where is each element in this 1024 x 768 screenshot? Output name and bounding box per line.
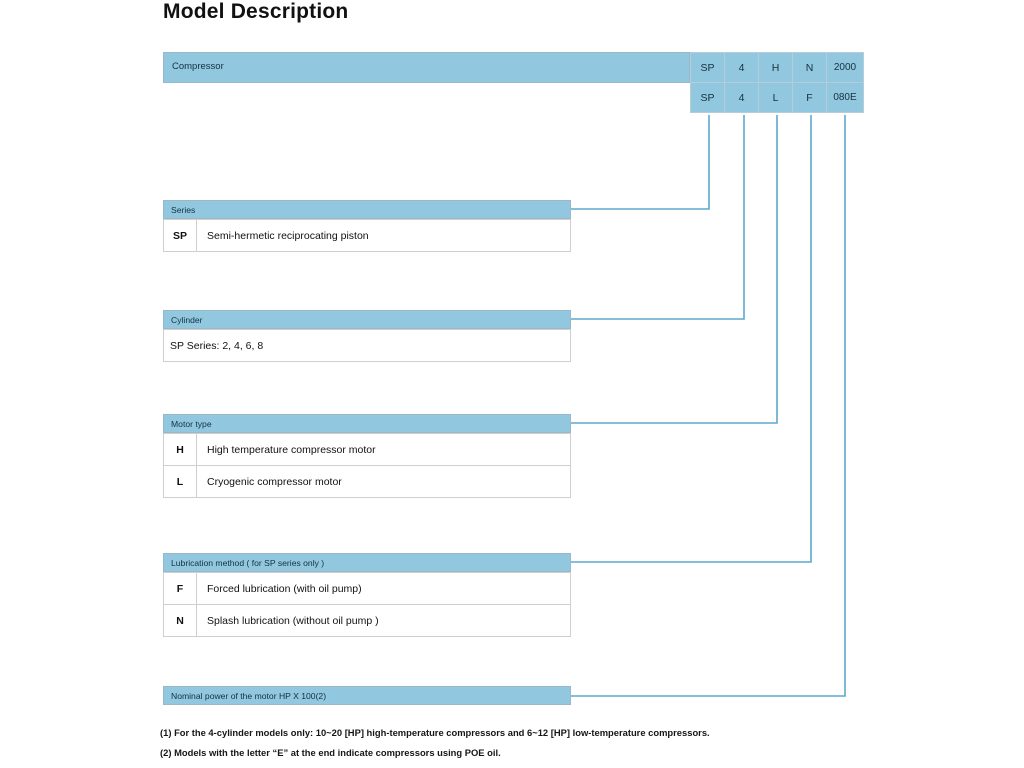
- table-row: N Splash lubrication (without oil pump ): [163, 604, 571, 637]
- motor-code-l: L: [163, 465, 197, 498]
- section-motor-type-table: H High temperature compressor motor L Cr…: [163, 433, 571, 498]
- section-motor-type-header: Motor type: [163, 414, 571, 433]
- connector-series: [571, 115, 710, 210]
- code-row-1: SP 4 H N 2000: [690, 52, 864, 83]
- code-cell-motor-1: H: [758, 52, 793, 83]
- lubrication-description-f: Forced lubrication (with oil pump): [196, 572, 571, 605]
- section-series-table: SP Semi-hermetic reciprocating piston: [163, 219, 571, 252]
- section-nominal-power-header: Nominal power of the motor HP X 100(2): [163, 686, 571, 705]
- compressor-label: Compressor: [172, 61, 224, 72]
- code-row-2: SP 4 L F 080E: [690, 82, 864, 113]
- section-motor-type: Motor type H High temperature compressor…: [163, 414, 571, 498]
- code-cell-lubrication-1: N: [792, 52, 827, 83]
- connector-cylinder: [571, 115, 745, 320]
- table-row: SP Series: 2, 4, 6, 8: [163, 329, 571, 362]
- code-cell-motor-2: L: [758, 82, 793, 113]
- footnote-2: (2) Models with the letter “E” at the en…: [160, 747, 501, 758]
- page-title: Model Description: [163, 0, 349, 23]
- connector-motor: [571, 115, 778, 424]
- motor-description-l: Cryogenic compressor motor: [196, 465, 571, 498]
- section-cylinder-table: SP Series: 2, 4, 6, 8: [163, 329, 571, 362]
- lubrication-code-n: N: [163, 604, 197, 637]
- model-code-matrix: SP 4 H N 2000 SP 4 L F 080E: [690, 52, 864, 113]
- code-cell-cylinder-1: 4: [724, 52, 759, 83]
- code-cell-lubrication-2: F: [792, 82, 827, 113]
- code-cell-cylinder-2: 4: [724, 82, 759, 113]
- connector-lubrication: [571, 115, 812, 563]
- motor-description-h: High temperature compressor motor: [196, 433, 571, 466]
- section-cylinder-header: Cylinder: [163, 310, 571, 329]
- series-code: SP: [163, 219, 197, 252]
- code-cell-power-1: 2000: [826, 52, 864, 83]
- section-nominal-power: Nominal power of the motor HP X 100(2): [163, 686, 571, 705]
- cylinder-description: SP Series: 2, 4, 6, 8: [163, 329, 571, 362]
- connector-power: [571, 115, 846, 697]
- lubrication-description-n: Splash lubrication (without oil pump ): [196, 604, 571, 637]
- section-lubrication-method: Lubrication method ( for SP series only …: [163, 553, 571, 637]
- motor-code-h: H: [163, 433, 197, 466]
- section-cylinder: Cylinder SP Series: 2, 4, 6, 8: [163, 310, 571, 362]
- table-row: SP Semi-hermetic reciprocating piston: [163, 219, 571, 252]
- footnotes: (1) For the 4-cylinder models only: 10~2…: [160, 723, 920, 763]
- table-row: L Cryogenic compressor motor: [163, 465, 571, 498]
- section-series: Series SP Semi-hermetic reciprocating pi…: [163, 200, 571, 252]
- compressor-header-bar: Compressor: [163, 52, 690, 83]
- series-description: Semi-hermetic reciprocating piston: [196, 219, 571, 252]
- code-cell-power-2: 080E: [826, 82, 864, 113]
- table-row: H High temperature compressor motor: [163, 433, 571, 466]
- section-series-header: Series: [163, 200, 571, 219]
- code-cell-series-2: SP: [690, 82, 725, 113]
- lubrication-code-f: F: [163, 572, 197, 605]
- section-lubrication-method-table: F Forced lubrication (with oil pump) N S…: [163, 572, 571, 637]
- section-lubrication-method-header: Lubrication method ( for SP series only …: [163, 553, 571, 572]
- table-row: F Forced lubrication (with oil pump): [163, 572, 571, 605]
- code-cell-series-1: SP: [690, 52, 725, 83]
- footnote-1: (1) For the 4-cylinder models only: 10~2…: [160, 727, 710, 738]
